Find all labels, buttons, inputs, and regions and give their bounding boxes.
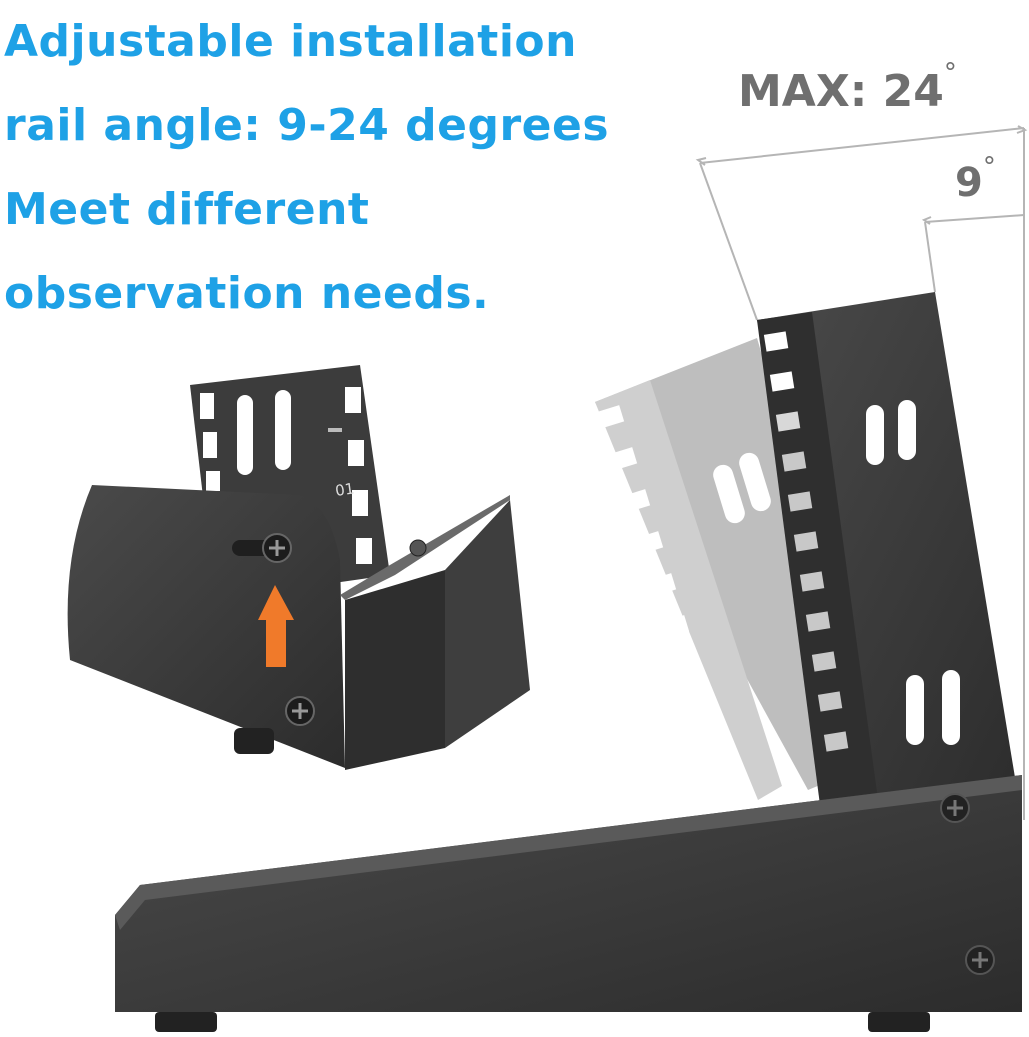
headline-line-2: rail angle: 9-24 degrees xyxy=(4,100,610,151)
screw-icon xyxy=(940,793,970,823)
max-angle-label: MAX: 24° xyxy=(738,58,957,117)
min-angle-value: 9 xyxy=(955,160,983,206)
rack-base xyxy=(115,775,1022,1032)
up-arrow-icon xyxy=(258,585,294,667)
screw-icon xyxy=(285,696,315,726)
upright-rail xyxy=(757,292,1022,830)
bracket-number-label: 01 xyxy=(334,479,355,499)
headline-line-3: Meet different xyxy=(4,184,370,235)
max-angle-value: MAX: 24 xyxy=(738,66,944,117)
min-angle-label: 9° xyxy=(955,152,996,206)
angle-guide-lines xyxy=(695,125,1028,820)
screw-icon xyxy=(262,533,292,563)
degree-symbol: ° xyxy=(982,152,996,182)
degree-symbol: ° xyxy=(943,58,957,88)
screw-icon xyxy=(965,945,995,975)
headline-line-4: observation needs. xyxy=(4,268,490,319)
headline-line-1: Adjustable installation xyxy=(4,16,577,67)
headline: Adjustable installation rail angle: 9-24… xyxy=(4,0,609,336)
